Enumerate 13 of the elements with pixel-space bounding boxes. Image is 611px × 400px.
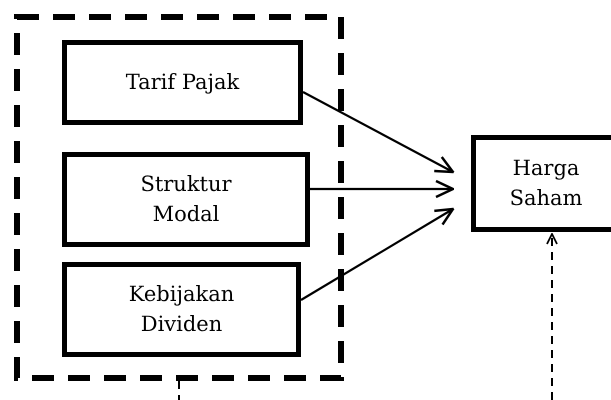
arrow: [310, 180, 454, 198]
group-box: [14, 14, 344, 381]
box-label: Tarif Pajak: [124, 68, 240, 96]
process-box: [471, 135, 611, 232]
box-label: Struktur Modal: [139, 171, 233, 228]
arrow: [546, 233, 558, 400]
box-label: Kebijakan Dividen: [128, 281, 236, 338]
process-box: [62, 262, 301, 357]
box-label: Harga Saham: [508, 155, 584, 212]
arrow: [300, 208, 454, 301]
process-box: [62, 152, 310, 247]
arrow: [302, 91, 454, 174]
process-box: [62, 40, 303, 125]
